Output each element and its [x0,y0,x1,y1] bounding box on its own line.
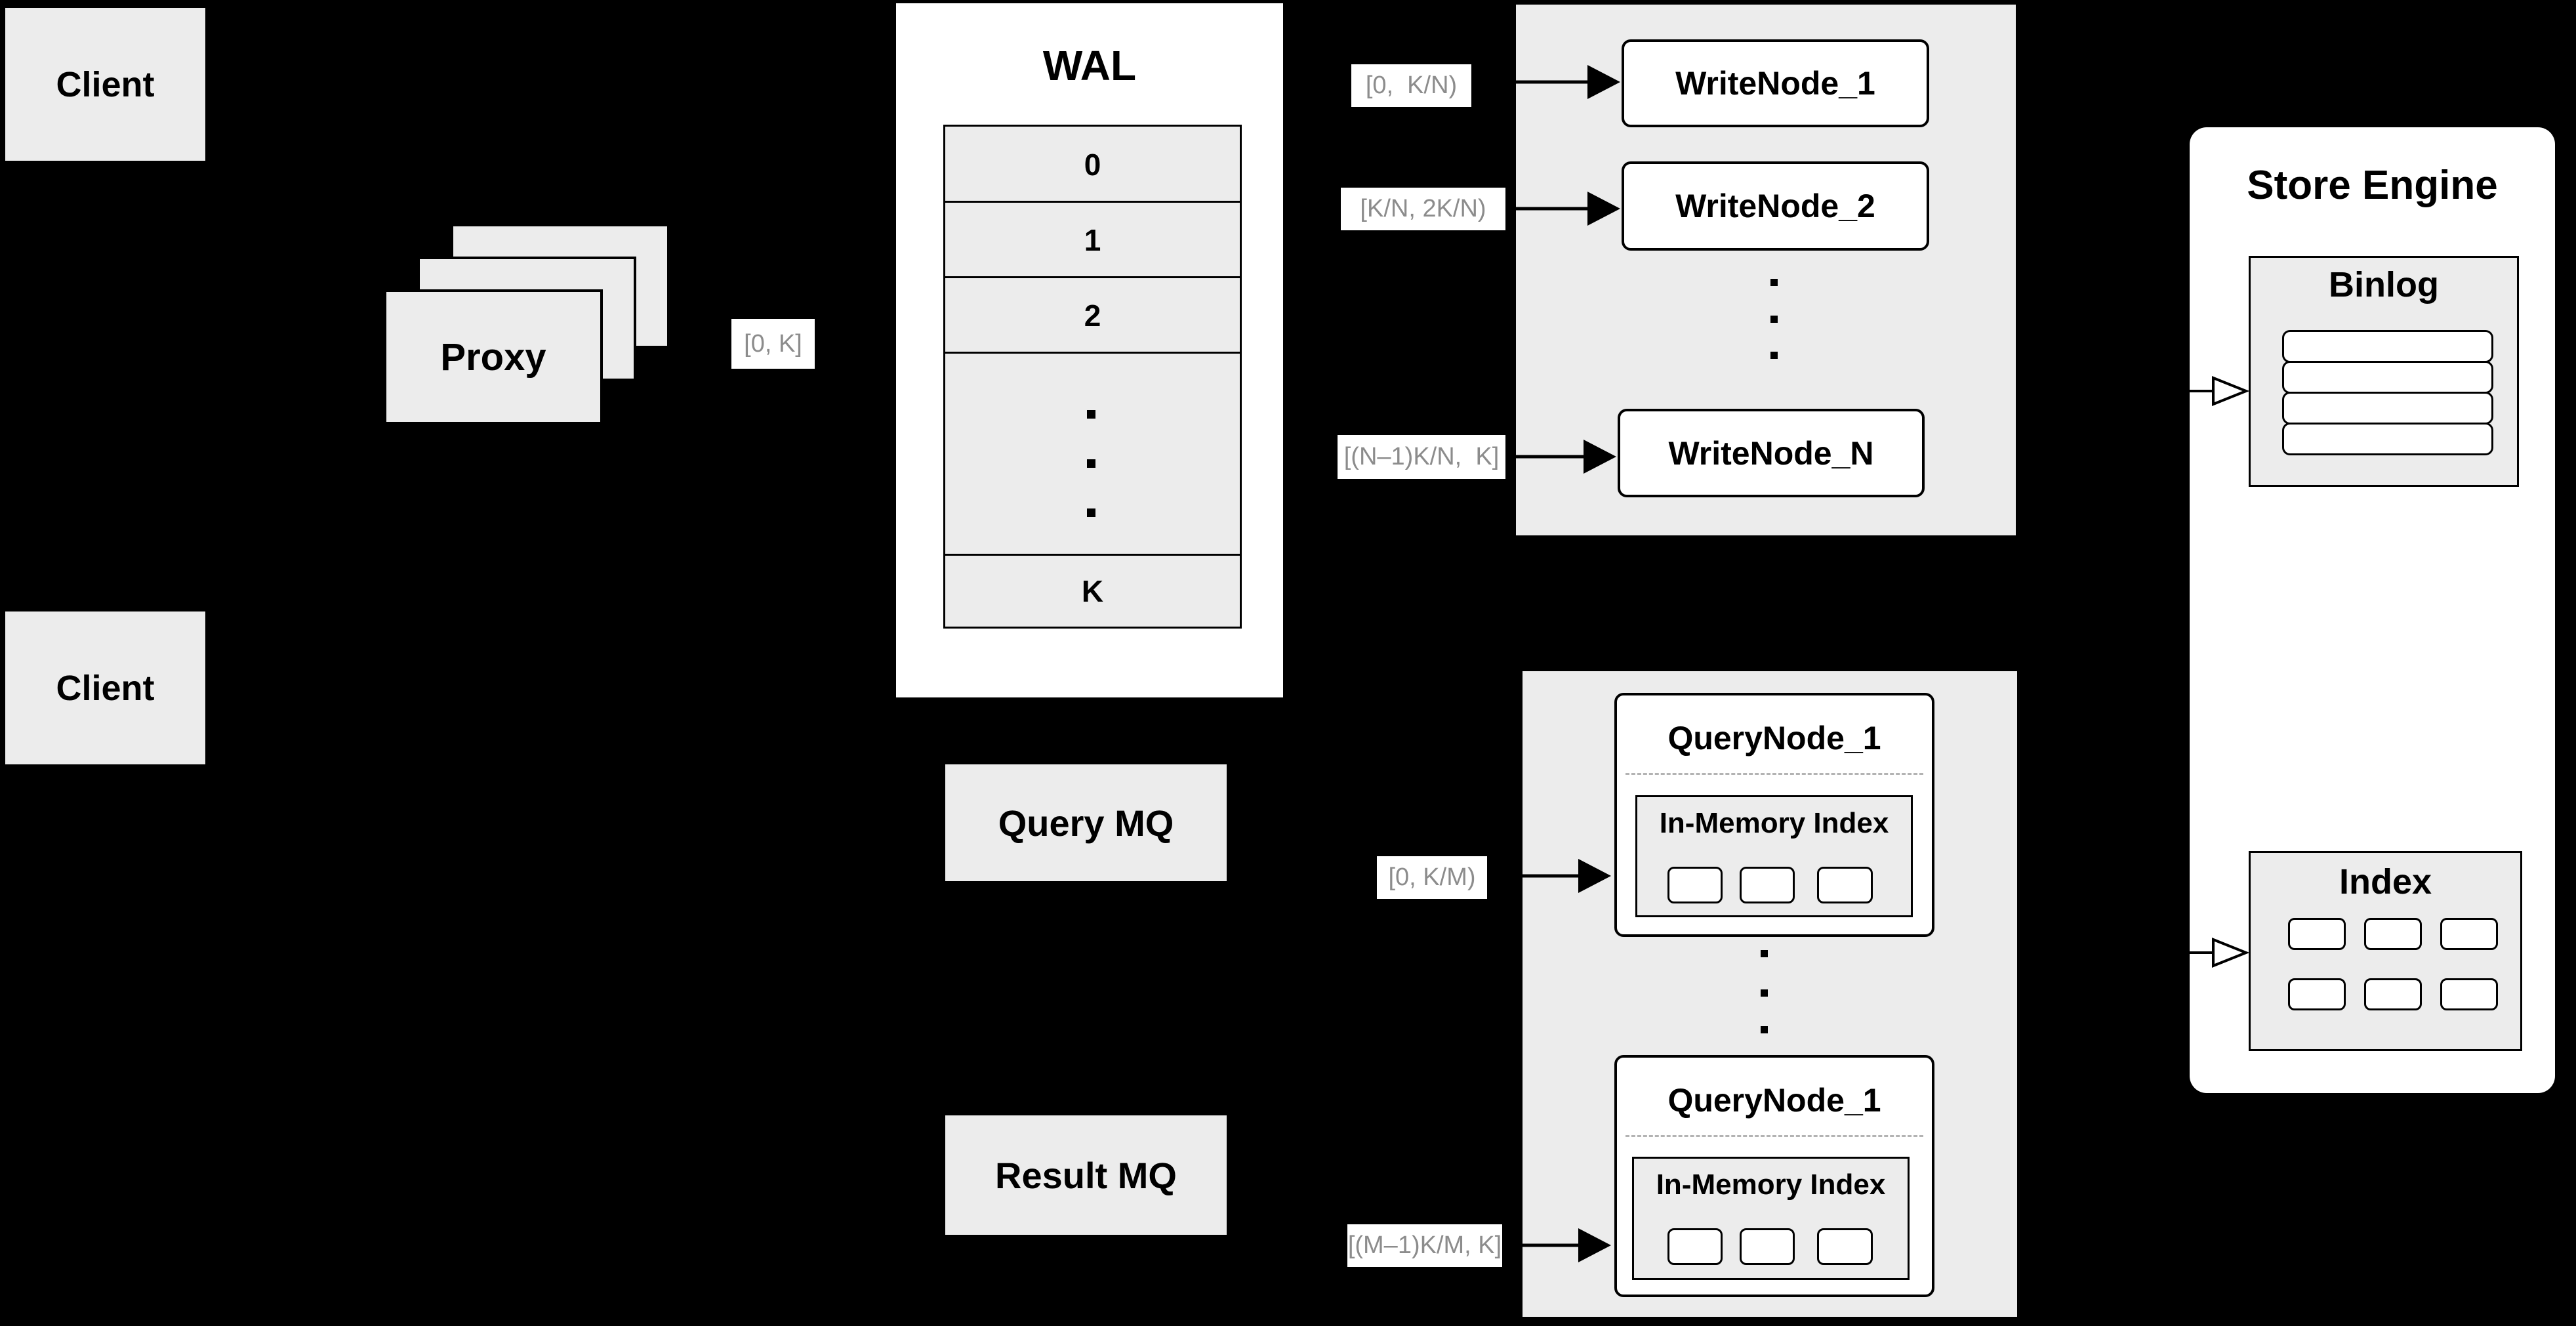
arrow-to-write-node-1 [1471,65,1620,99]
wal-ellipsis-dot [1087,508,1095,517]
result-mq-label: Result MQ [995,1154,1177,1196]
proxy-label: Proxy [440,335,546,379]
query-mq-box: Query MQ [945,764,1227,881]
memory-segment-cell [1817,1228,1873,1265]
binlog-row [2282,423,2493,455]
arrow-to-write-node-n [1505,440,1616,474]
index-title: Index [2339,862,2432,901]
store-engine-title: Store Engine [2247,162,2498,208]
open-arrow-to-index [2162,938,2250,968]
write-node-n-label: WriteNode_N [1668,434,1874,472]
wal-row-0: 0 [1084,147,1101,182]
query-node-bottom-divider [1625,1135,1923,1137]
query-node-bottom-title: QueryNode_1 [1667,1082,1881,1119]
query-mq-label: Query MQ [998,802,1174,844]
index-segment-cell [2288,918,2346,950]
range-label-write-n: [(N–1)K/N, K] [1338,435,1505,479]
write-ellipsis-dot [1770,279,1778,286]
query-node-top-title: QueryNode_1 [1667,720,1881,756]
wal-row-2: 2 [1084,298,1101,333]
memory-segment-cell [1740,867,1795,903]
write-node-2-box: WriteNode_2 [1622,161,1929,251]
client-top-label: Client [56,64,155,104]
result-mq-box: Result MQ [945,1115,1227,1235]
index-segment-cell [2288,978,2346,1010]
client-top-box: Client [5,8,205,161]
memory-segment-cell [1667,1228,1723,1265]
write-node-n-box: WriteNode_N [1618,409,1925,497]
query-ellipsis-dot [1761,1026,1768,1033]
range-label-query-m: [(M–1)K/M, K] [1347,1224,1502,1267]
wal-ellipsis-dot [1087,410,1095,419]
memory-segment-cell [1817,867,1873,903]
write-node-1-box: WriteNode_1 [1622,39,1929,127]
client-bottom-label: Client [56,668,155,708]
range-label-write-1: [0, K/N) [1351,64,1471,107]
wal-divider [945,352,1240,354]
index-segment-cell [2440,918,2498,950]
write-ellipsis-dot [1770,352,1778,359]
proxy-box: Proxy [384,289,603,425]
wal-row-1: 1 [1084,222,1101,257]
write-node-2-label: WriteNode_2 [1675,188,1875,224]
write-node-1-label: WriteNode_1 [1675,65,1875,102]
wal-divider [945,554,1240,556]
write-ellipsis-dot [1770,316,1778,323]
open-arrow-to-binlog [2162,376,2250,406]
wal-divider [945,276,1240,278]
range-label-write-2: [K/N, 2K/N) [1341,188,1505,230]
index-segment-cell [2364,918,2422,950]
binlog-title: Binlog [2329,265,2439,304]
arrow-to-query-node-top [1487,859,1611,893]
index-box: Index [2249,851,2522,1051]
range-label-query-1: [0, K/M) [1377,856,1487,899]
in-memory-index-bottom-label: In-Memory Index [1656,1169,1886,1201]
wal-divider [945,201,1240,203]
query-node-top-divider [1625,773,1923,775]
index-segment-cell [2440,978,2498,1010]
client-bottom-box: Client [5,611,205,764]
wal-ellipsis-dot [1087,459,1095,468]
query-ellipsis-dot [1761,989,1768,997]
arrow-to-write-node-2 [1505,192,1620,226]
wal-title: WAL [1042,42,1137,89]
memory-segment-cell [1740,1228,1795,1265]
wal-row-k: K [1081,573,1104,608]
arrow-to-query-node-bottom [1502,1228,1611,1262]
in-memory-index-top-label: In-Memory Index [1659,807,1889,839]
index-segment-cell [2364,978,2422,1010]
query-ellipsis-dot [1761,950,1768,957]
range-label-proxy: [0, K] [731,319,815,369]
memory-segment-cell [1667,867,1723,903]
wal-segment-table: 0 1 2 K [943,125,1242,629]
